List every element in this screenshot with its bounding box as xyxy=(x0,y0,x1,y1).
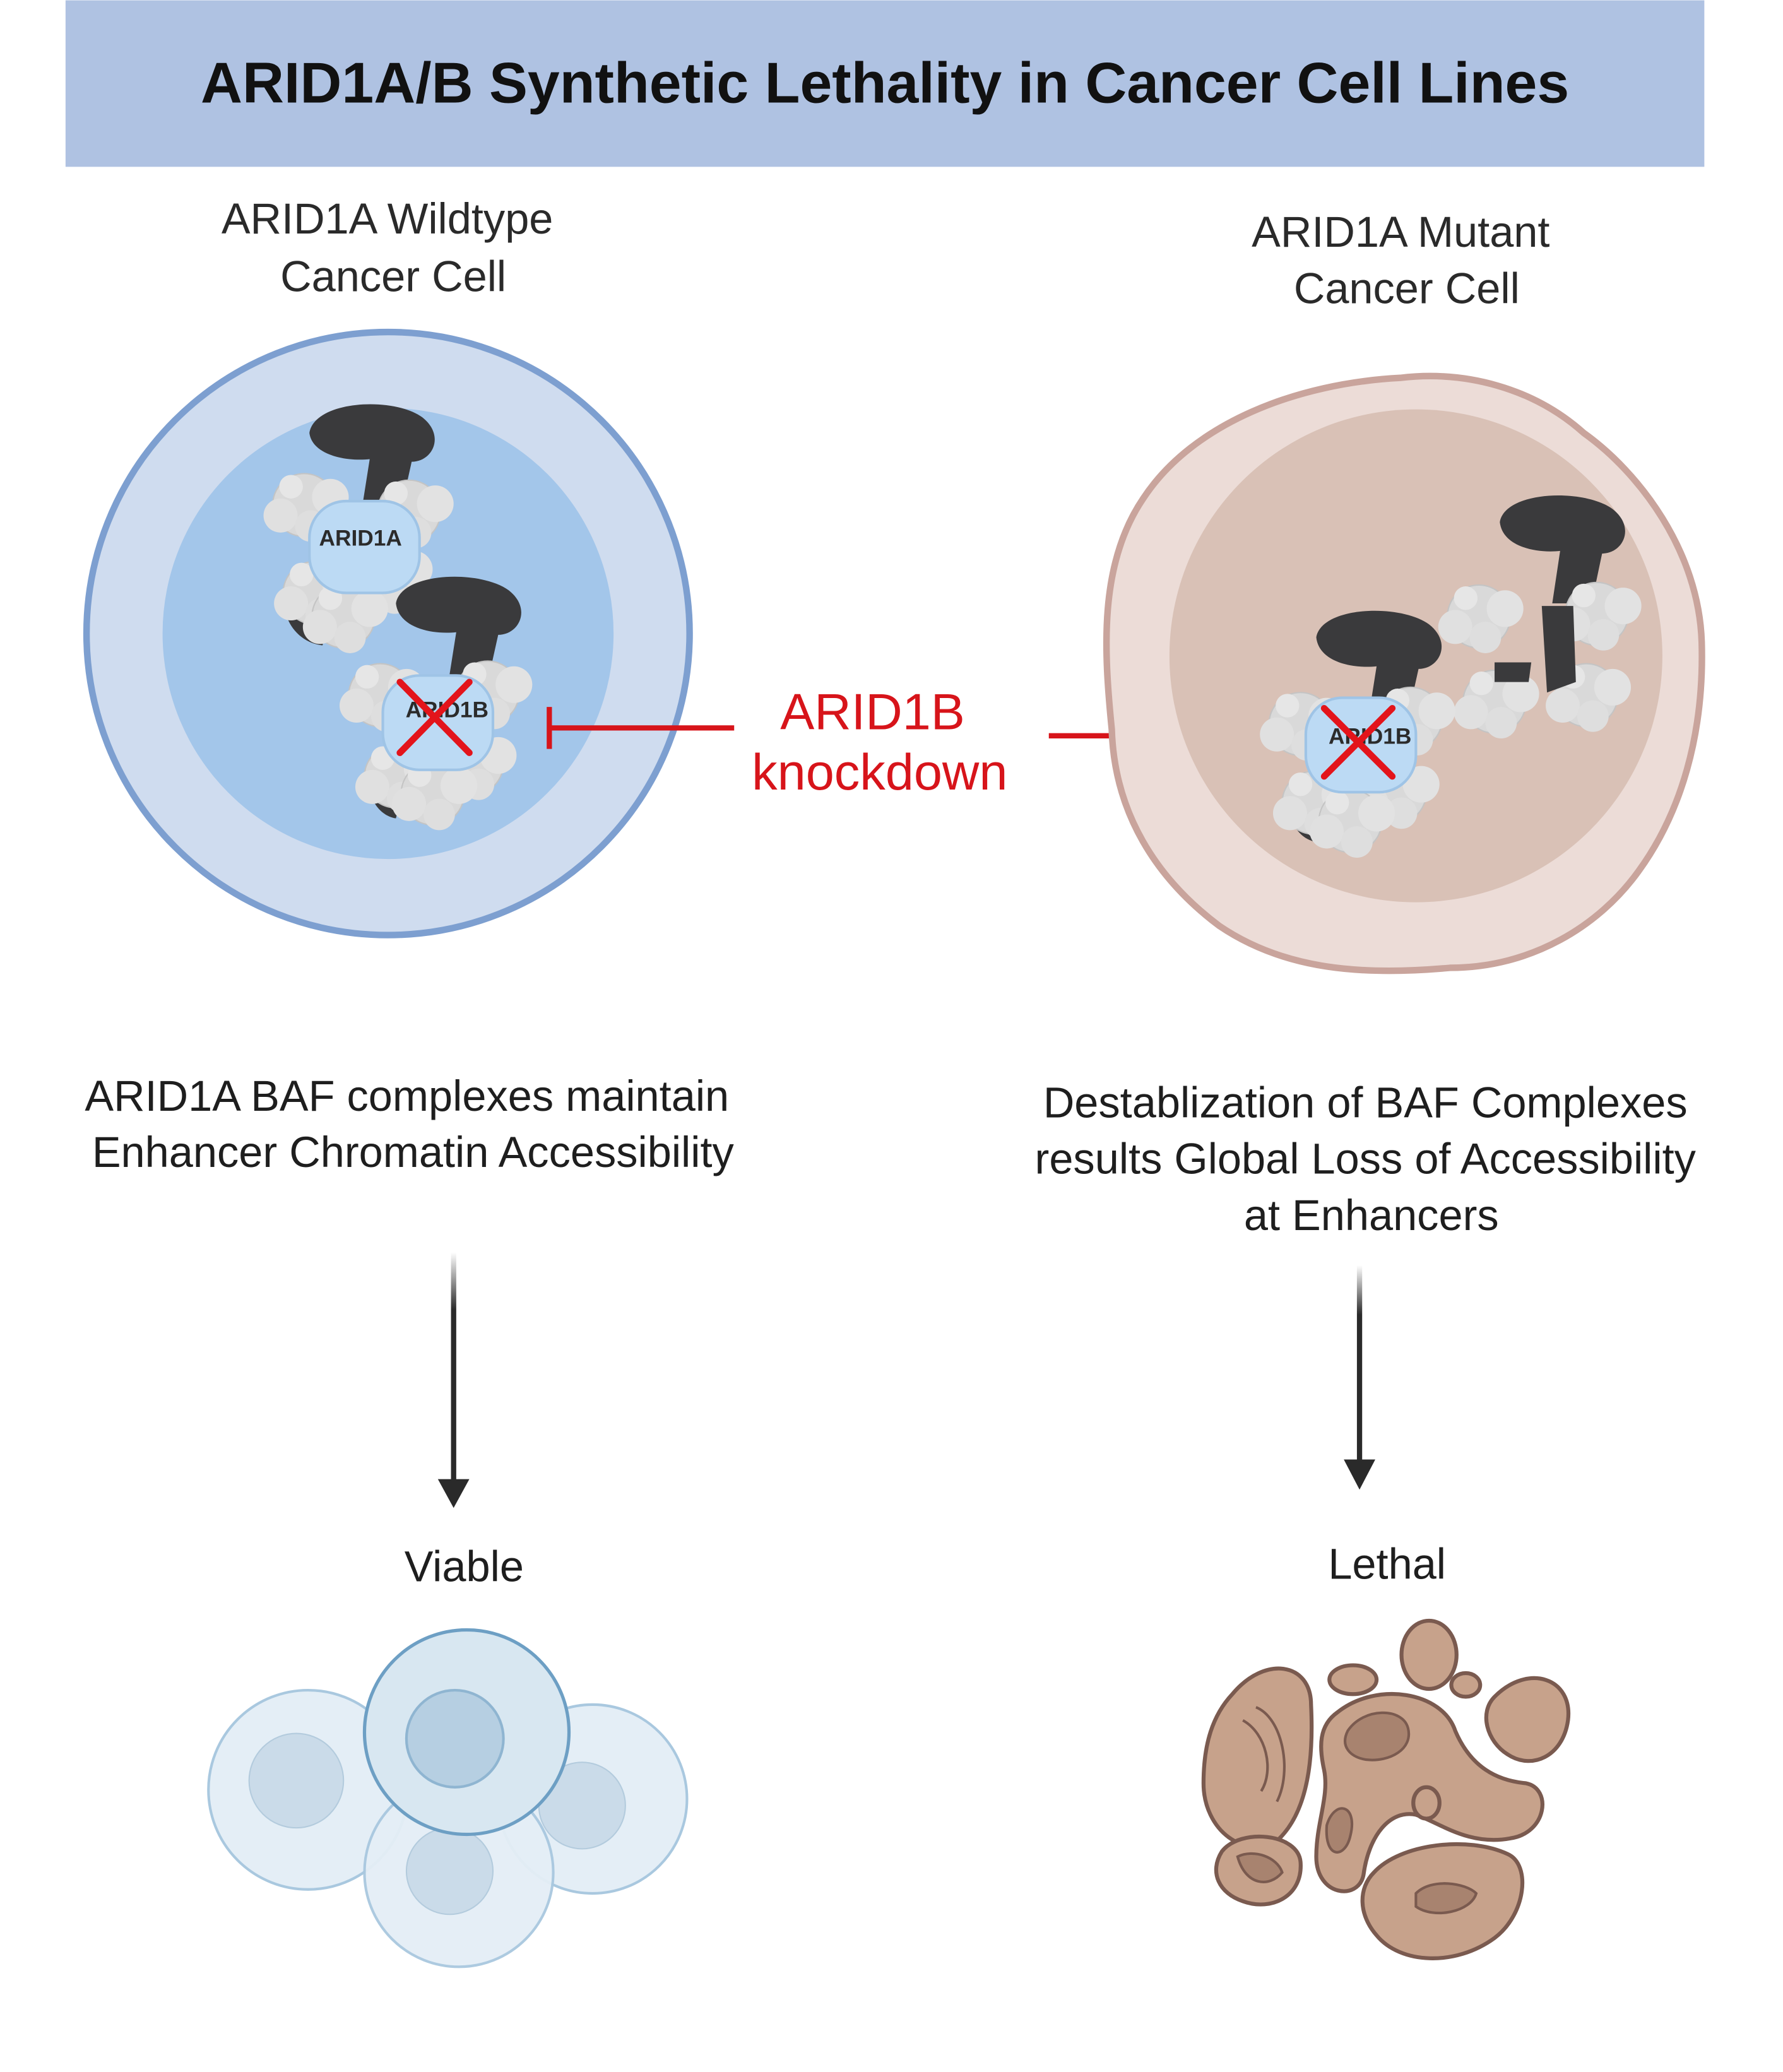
wildtype-title-line-2: Cancer Cell xyxy=(280,252,506,301)
header: ARID1A/B Synthetic Lethality in Cancer C… xyxy=(65,0,1705,167)
diagram-title: ARID1A/B Synthetic Lethality in Cancer C… xyxy=(201,51,1569,115)
mutant-description-line-2: results Global Loss of Accessibility xyxy=(1035,1135,1697,1183)
outcome-lethal: Lethal xyxy=(1328,1539,1446,1588)
wildtype-title-line-1: ARID1A Wildtype xyxy=(222,194,554,243)
knockdown-label: ARID1B knockdown xyxy=(752,684,1007,801)
inhibition-arrow-left xyxy=(547,707,735,749)
mutant-title-line-1: ARID1A Mutant xyxy=(1252,208,1549,256)
baf-complex-arid1b-wildtype: ARID1B xyxy=(338,576,533,831)
arid1a-label: ARID1A xyxy=(319,526,402,551)
arrow-down-left-icon xyxy=(437,1252,470,1508)
mutant-panel: ARID1A Mutant Cancer Cell ARID1B xyxy=(1103,208,1705,974)
mutant-title-line-2: Cancer Cell xyxy=(1294,264,1520,312)
baf-dark-subunit-icon xyxy=(1500,495,1625,604)
viable-cells-icon xyxy=(207,1628,689,1968)
mutant-description: Destablization of BAF Complexes results … xyxy=(1035,1078,1708,1240)
baf-complex-arid1a: ARID1A xyxy=(263,404,454,654)
baf-complex-destabilized xyxy=(1437,495,1642,740)
wildtype-description-line-1: ARID1A BAF complexes maintain xyxy=(85,1072,729,1120)
knockout-x-icon xyxy=(396,678,473,757)
baf-dark-subunit-icon xyxy=(396,576,521,682)
header-banner xyxy=(65,0,1705,167)
wildtype-panel: ARID1A Wildtype Cancer Cell ARID1A xyxy=(83,194,693,938)
wildtype-description: ARID1A BAF complexes maintain Enhancer C… xyxy=(85,1072,741,1176)
knockdown-line-1: ARID1B xyxy=(780,684,965,740)
baf-complex-arid1b-mutant: ARID1B xyxy=(1259,610,1456,859)
outcome-viable: Viable xyxy=(405,1542,524,1591)
mutant-description-line-3: at Enhancers xyxy=(1244,1191,1499,1240)
wildtype-description-line-2: Enhancer Chromatin Accessibility xyxy=(92,1128,735,1176)
mutant-cell-title: ARID1A Mutant Cancer Cell xyxy=(1252,208,1561,312)
mutant-description-line-1: Destablization of BAF Complexes xyxy=(1043,1078,1688,1127)
arrow-down-right-icon xyxy=(1344,1265,1375,1490)
knockdown-line-2: knockdown xyxy=(752,744,1007,801)
knockdown-inhibition: ARID1B knockdown xyxy=(547,684,1233,801)
knockout-x-icon xyxy=(1320,705,1396,780)
dead-cells-icon xyxy=(1201,1618,1571,1960)
wildtype-cell-title: ARID1A Wildtype Cancer Cell xyxy=(222,194,566,300)
